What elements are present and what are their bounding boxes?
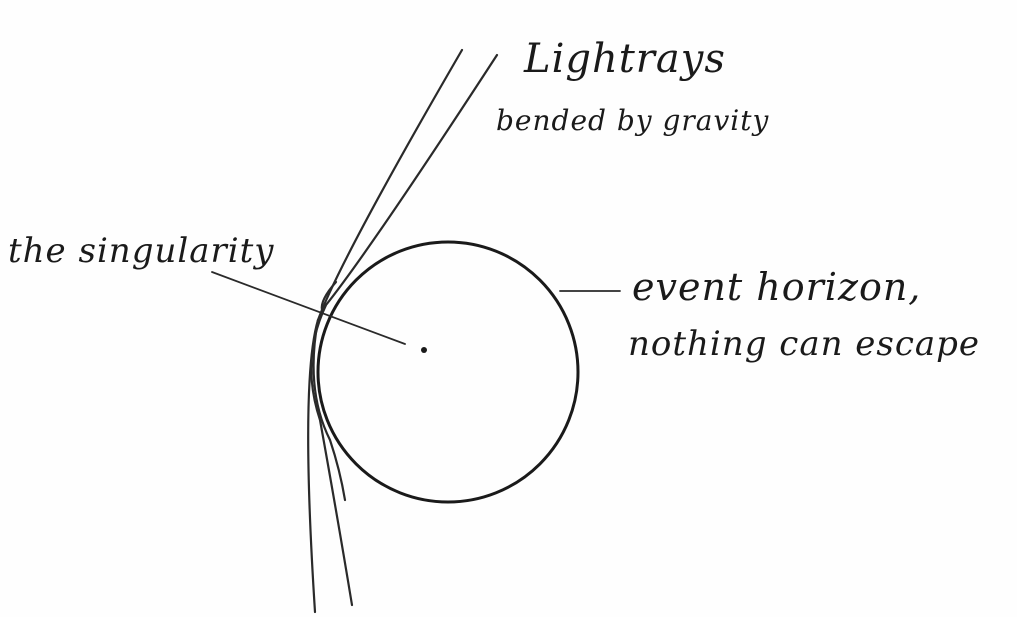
- singularity-leader-line: [212, 272, 405, 344]
- event-horizon-label-line1: event horizon,: [632, 265, 921, 309]
- lightrays-subtitle-label: bended by gravity: [496, 104, 770, 137]
- singularity-label: the singularity: [8, 231, 275, 271]
- event-horizon-circle: [318, 242, 578, 502]
- light-ray-1: [308, 50, 462, 612]
- light-ray-2: [311, 55, 497, 605]
- event-horizon-label-line2: nothing can escape: [628, 324, 980, 364]
- singularity-point: [421, 347, 427, 353]
- lightrays-title-label: Lightrays: [523, 36, 726, 82]
